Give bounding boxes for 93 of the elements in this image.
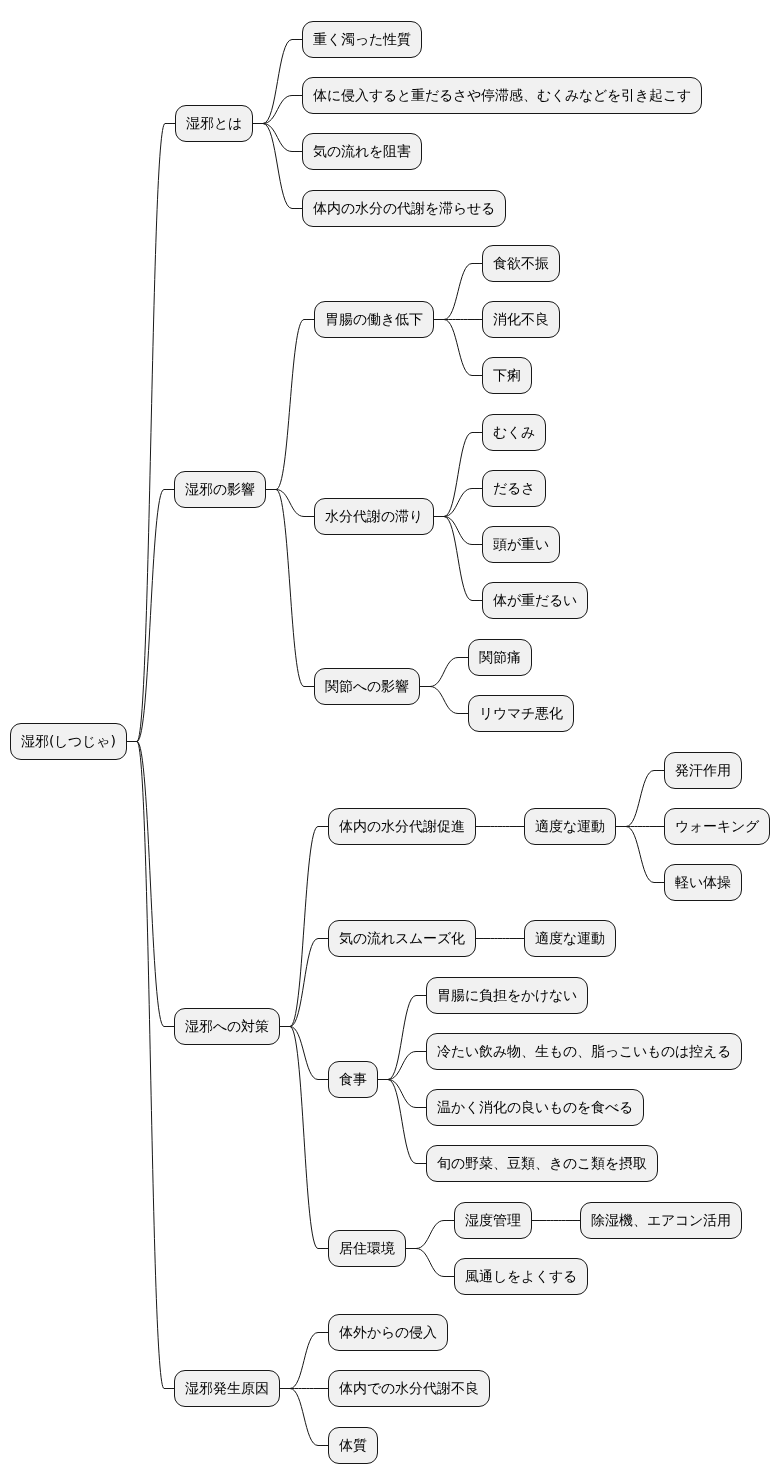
topic-label: 体質 [339,1437,367,1454]
topic-label: 発汗作用 [675,762,731,779]
topic-node [302,133,422,170]
topic-node [10,723,127,760]
topic-node [328,1370,490,1407]
connector-line [377,1079,427,1164]
topic-node [482,582,588,619]
topic-label: 重く濁った性質 [313,31,411,48]
connector-line [433,516,483,601]
connector-line [279,1026,329,1249]
topic-label: 食欲不振 [493,255,549,272]
topic-node [468,639,532,676]
topic-node [426,977,588,1014]
topic-node [328,808,476,845]
topic-node [302,21,422,58]
topic-label: ウォーキング [675,818,759,835]
topic-label: だるさ [493,480,535,497]
topic-label: 除湿機、エアコン活用 [591,1212,731,1229]
topic-node [664,864,742,901]
topic-node [314,498,434,535]
topic-node [314,668,420,705]
topic-label: 関節痛 [479,649,521,666]
topic-label: 体内の水分の代謝を滞らせる [313,200,495,217]
topic-label: 水分代謝の滞り [325,508,423,525]
topic-label: リウマチ悪化 [479,705,563,722]
topic-node [302,190,506,227]
topic-label: 温かく消化の良いものを食べる [437,1099,633,1116]
topic-label: 湿度管理 [465,1212,521,1229]
topic-label: 食事 [339,1071,367,1088]
topic-node [454,1202,532,1239]
topic-node [482,245,560,282]
connector-line [531,1220,581,1221]
topic-node [468,695,574,732]
topic-node [175,105,253,142]
connector-line [279,1388,329,1446]
topic-label: 風通しをよくする [465,1268,577,1285]
topic-node [174,1008,280,1045]
topic-node [482,470,546,507]
topic-label: 軽い体操 [675,874,731,891]
topic-label: 湿邪(しつじゃ) [21,733,116,750]
connector-line [615,826,665,883]
topic-node [426,1089,644,1126]
topic-label: 体内での水分代謝不良 [339,1380,479,1397]
topic-label: むくみ [493,424,535,441]
topic-label: 下痢 [493,367,521,384]
topic-node [328,1427,378,1464]
connector-line [265,489,315,687]
topic-node [426,1145,658,1182]
topic-label: 体内の水分代謝促進 [339,818,465,835]
topic-label: 適度な運動 [535,818,605,835]
topic-node [426,1033,742,1070]
topic-label: 体外からの侵入 [339,1324,437,1341]
topic-label: 関節への影響 [325,678,409,695]
connector-line [405,1248,455,1277]
topic-label: 居住環境 [339,1240,395,1257]
topic-node [482,301,560,338]
topic-node [302,77,702,114]
topic-node [328,1061,378,1098]
topic-label: 体に侵入すると重だるさや停滞感、むくみなどを引き起こす [313,87,691,104]
topic-label: 湿邪とは [186,115,242,132]
topic-label: 旬の野菜、豆類、きのこ類を摂取 [437,1155,647,1172]
topic-node [580,1202,742,1239]
connector-line [475,826,525,827]
topic-node [664,808,770,845]
topic-node [482,357,532,394]
topic-label: 湿邪の影響 [185,481,255,498]
connector-line [433,319,483,376]
topic-node [328,1314,448,1351]
topic-node [454,1258,588,1295]
topic-label: 湿邪発生原因 [185,1380,269,1397]
topic-node [482,526,560,563]
topic-node [524,808,616,845]
topic-node [664,752,742,789]
topic-label: 気の流れを阻害 [313,143,411,160]
topic-label: 湿邪への対策 [185,1018,269,1035]
topic-node [328,920,476,957]
connector-line [475,938,525,939]
topic-node [524,920,616,957]
topic-label: 胃腸の働き低下 [325,311,423,328]
topic-label: 頭が重い [493,536,549,553]
topic-node [328,1230,406,1267]
topic-node [174,1370,280,1407]
topic-node [174,471,266,508]
topic-label: 気の流れスムーズ化 [339,930,465,947]
topic-label: 冷たい飲み物、生もの、脂っこいものは控える [437,1043,731,1060]
topic-label: 適度な運動 [535,930,605,947]
topic-label: 胃腸に負担をかけない [437,987,577,1004]
topic-label: 消化不良 [493,311,549,328]
topic-node [314,301,434,338]
connector-line [419,686,469,714]
connector-line [252,123,303,209]
topic-node [482,414,546,451]
topic-label: 体が重だるい [493,592,577,609]
